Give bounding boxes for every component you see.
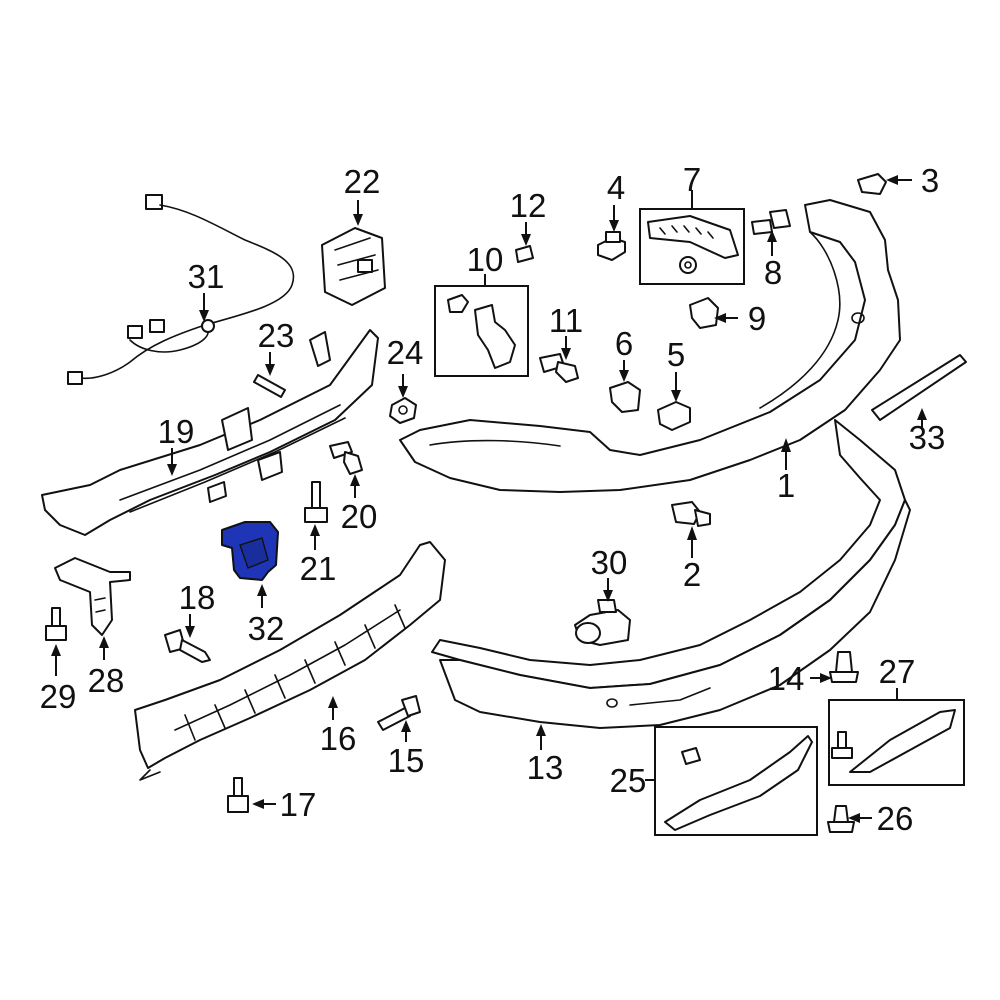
callout-28: 28: [88, 662, 125, 699]
callout-14: 14: [768, 660, 805, 697]
callout-6: 6: [615, 325, 633, 362]
callout-32: 32: [248, 610, 285, 647]
callout-26: 26: [877, 800, 914, 837]
callout-23: 23: [258, 317, 295, 354]
part-13-lower-valance[interactable]: [431, 419, 911, 729]
callout-4: 4: [607, 169, 625, 206]
callout-15: 15: [388, 742, 425, 779]
part-17-bolt[interactable]: [227, 777, 249, 813]
part-23-stud[interactable]: [253, 374, 286, 398]
part-18-push-pin[interactable]: [164, 629, 211, 663]
part-33-trim[interactable]: [871, 354, 967, 421]
part-7-bracket[interactable]: [639, 208, 745, 285]
callout-12: 12: [510, 187, 547, 224]
part-15-rivet[interactable]: [377, 695, 421, 731]
callout-11: 11: [549, 302, 583, 339]
part-4-fastener[interactable]: [597, 231, 626, 261]
callout-31: 31: [188, 258, 225, 295]
part-16-absorber[interactable]: [134, 541, 446, 781]
part-20-bolt[interactable]: [329, 441, 363, 475]
leader-lines: [51, 175, 927, 823]
callout-19: 19: [158, 413, 195, 450]
callout-labels: 1 2 3 4 5 6 7 8 9 10 11 12 13 14 15 16 1…: [40, 161, 946, 837]
callout-1: 1: [777, 467, 795, 504]
part-25-trim[interactable]: [654, 726, 818, 836]
callout-16: 16: [320, 720, 357, 757]
part-1-bumper-cover[interactable]: [399, 199, 901, 493]
part-32-sensor-bracket[interactable]: [221, 521, 279, 581]
callout-18: 18: [179, 579, 216, 616]
part-29-bolt[interactable]: [45, 607, 67, 641]
part-6-clip[interactable]: [609, 381, 641, 413]
callout-8: 8: [764, 254, 782, 291]
callout-17: 17: [280, 786, 317, 823]
callout-21: 21: [300, 550, 337, 587]
part-5-clip[interactable]: [657, 401, 691, 431]
callout-3: 3: [921, 162, 939, 199]
callout-33: 33: [909, 419, 946, 456]
callout-5: 5: [667, 336, 685, 373]
part-30-sensor[interactable]: [574, 599, 631, 646]
part-8-bolt[interactable]: [751, 209, 791, 235]
part-28-bracket[interactable]: [54, 557, 131, 636]
callout-7: 7: [683, 161, 701, 198]
callout-13: 13: [527, 749, 564, 786]
callout-9: 9: [748, 300, 766, 337]
part-24-nut[interactable]: [389, 397, 417, 424]
part-19-reinforcement[interactable]: [41, 329, 379, 536]
part-27-trim[interactable]: [828, 699, 965, 786]
part-22-bracket[interactable]: [321, 227, 386, 306]
callout-2: 2: [683, 556, 701, 593]
part-26-push-pin[interactable]: [827, 805, 855, 833]
callout-10: 10: [467, 241, 504, 278]
part-2-screw[interactable]: [671, 501, 711, 527]
callout-25: 25: [610, 762, 647, 799]
callout-20: 20: [341, 498, 378, 535]
part-21-bolt[interactable]: [304, 481, 328, 523]
callout-29: 29: [40, 678, 77, 715]
part-9-clip[interactable]: [689, 297, 719, 329]
part-31-wiring-harness[interactable]: [67, 194, 295, 385]
part-11-bolt[interactable]: [539, 353, 579, 383]
callout-24: 24: [387, 334, 424, 371]
part-3-screw[interactable]: [857, 173, 887, 195]
part-10-bracket[interactable]: [434, 285, 529, 377]
callout-30: 30: [591, 544, 628, 581]
callout-27: 27: [879, 653, 916, 690]
part-12-clip[interactable]: [515, 245, 534, 263]
callout-22: 22: [344, 163, 381, 200]
part-14-push-pin[interactable]: [829, 651, 859, 683]
